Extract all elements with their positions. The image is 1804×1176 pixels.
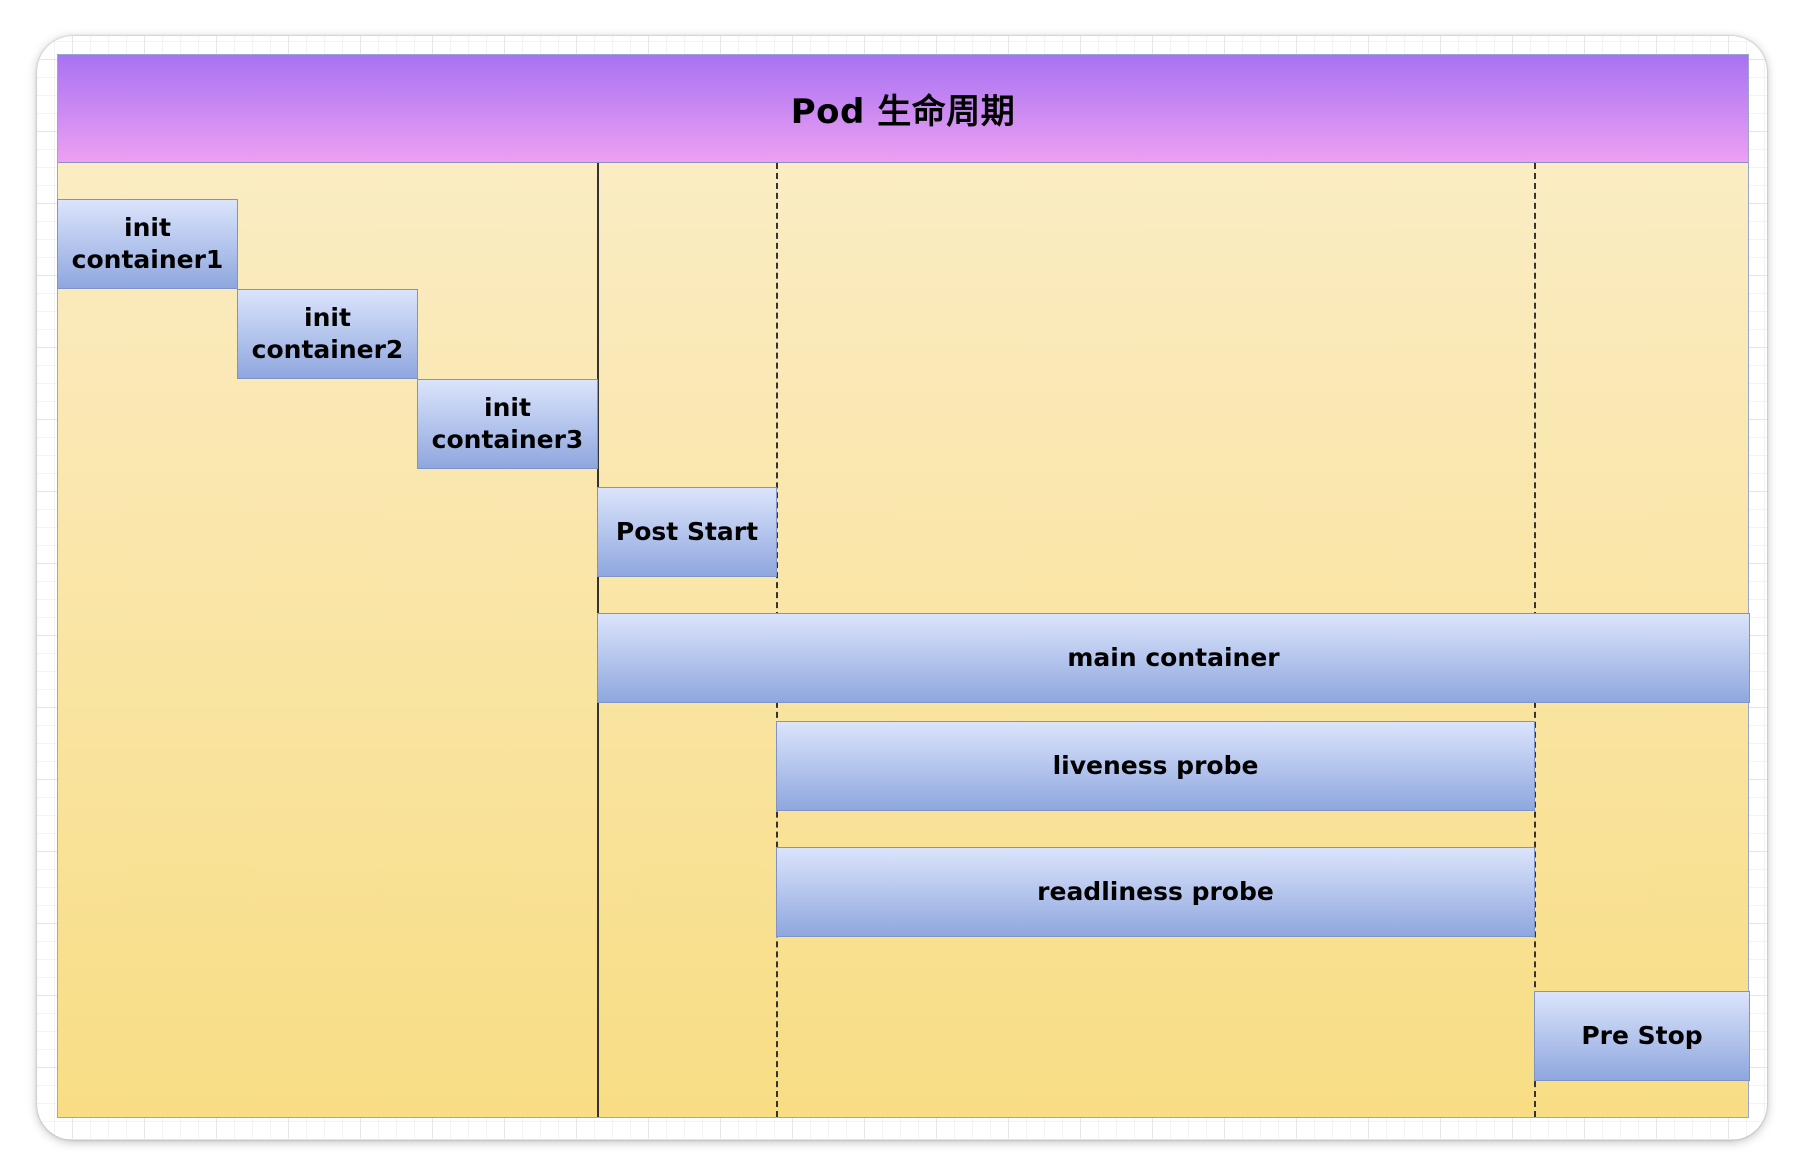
diagram-title: Pod 生命周期 — [790, 92, 1016, 132]
diagram-header: Pod 生命周期 — [58, 55, 1748, 163]
init-container-1-box[interactable]: init container1 — [57, 199, 238, 289]
readliness-probe-label: readliness probe — [1037, 877, 1274, 906]
init-container-3-label: init container3 — [431, 393, 584, 454]
liveness-probe-box[interactable]: liveness probe — [776, 721, 1535, 811]
pod-lifecycle-diagram: Pod 生命周期 init container1 init container2… — [57, 54, 1750, 1118]
post-start-box[interactable]: Post Start — [597, 487, 777, 577]
main-container-box[interactable]: main container — [597, 613, 1750, 703]
pre-stop-label: Pre Stop — [1581, 1021, 1703, 1050]
init-container-3-box[interactable]: init container3 — [417, 379, 598, 469]
post-start-label: Post Start — [615, 517, 759, 546]
init-container-1-label: init container1 — [71, 213, 224, 274]
readliness-probe-box[interactable]: readliness probe — [776, 847, 1535, 937]
main-container-label: main container — [1067, 643, 1280, 672]
liveness-probe-label: liveness probe — [1052, 751, 1259, 780]
init-container-2-box[interactable]: init container2 — [237, 289, 418, 379]
init-container-2-label: init container2 — [251, 303, 404, 364]
pre-stop-box[interactable]: Pre Stop — [1534, 991, 1750, 1081]
